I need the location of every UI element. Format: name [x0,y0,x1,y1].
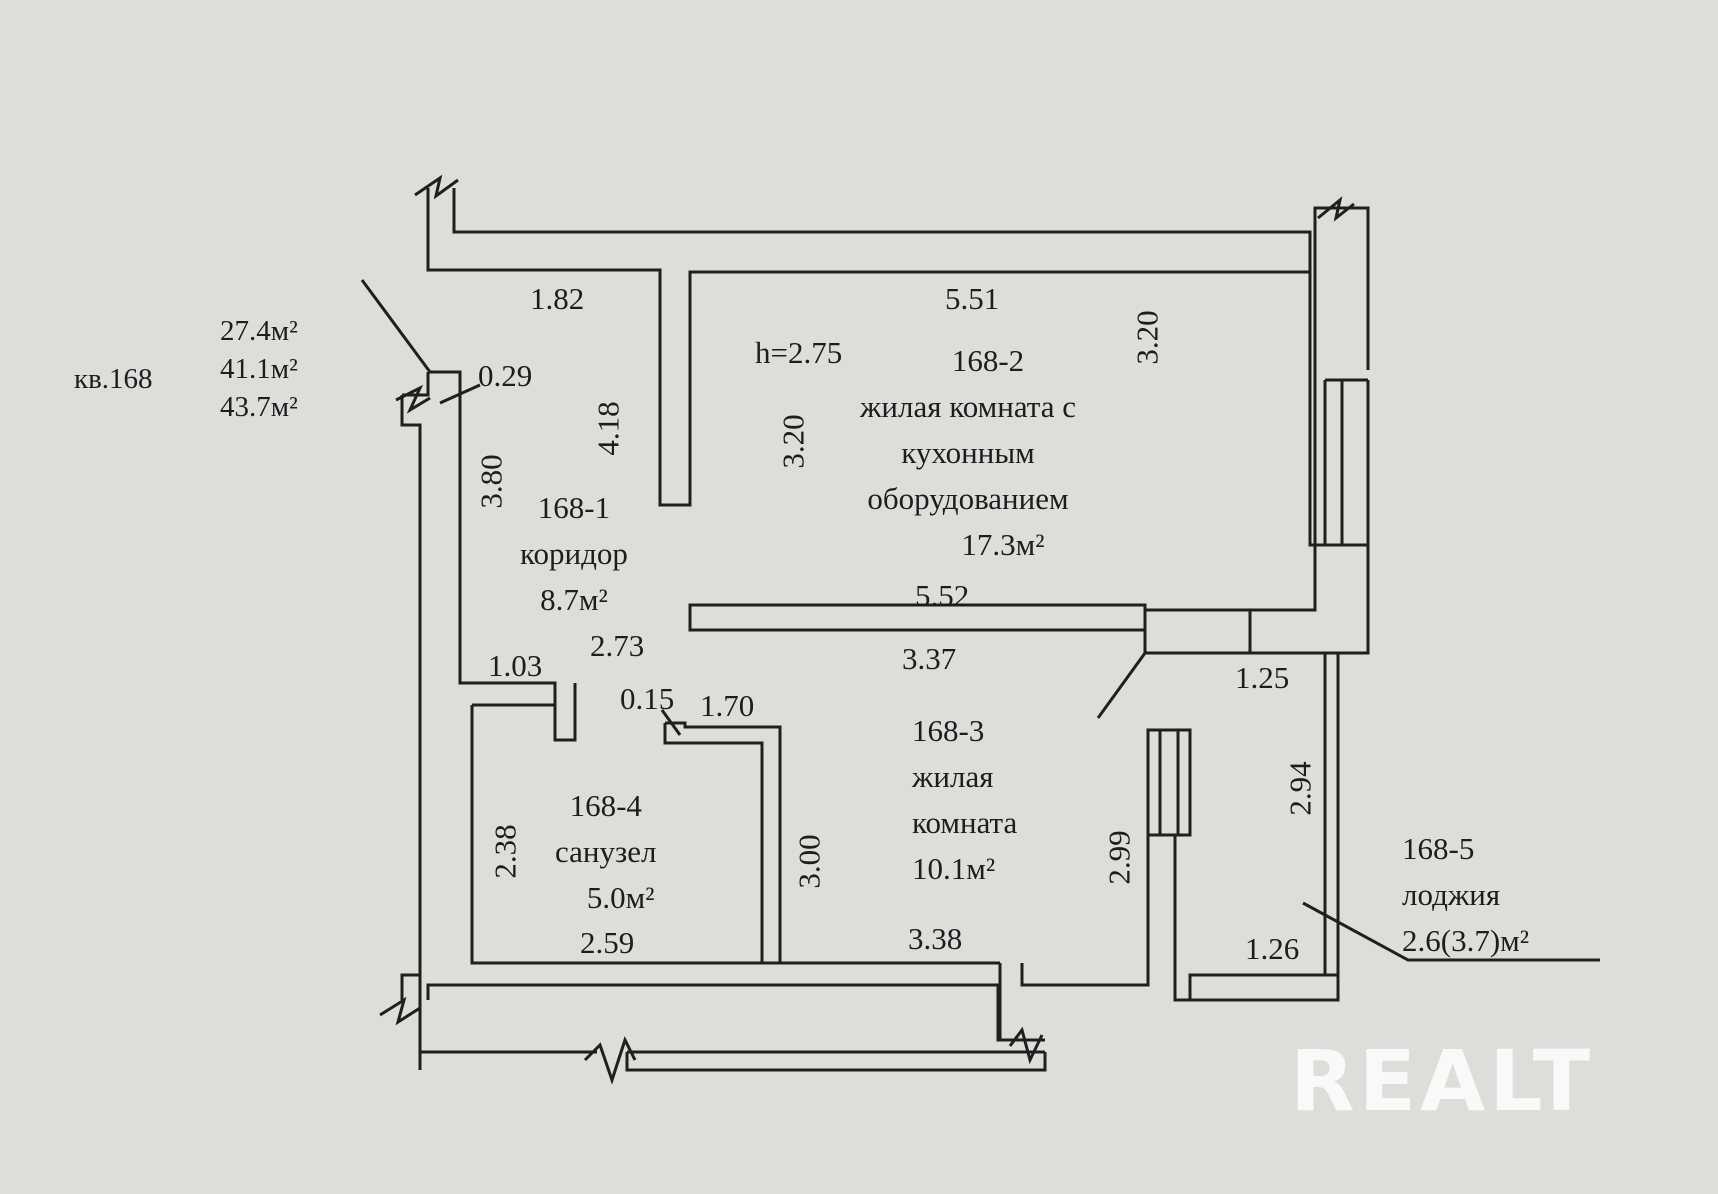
dimension-label: 5.51 [945,281,1000,316]
dimension-label: 3.37 [902,641,957,676]
dimension-label: 1.25 [1235,660,1290,695]
dimension-label: 3.80 [473,454,509,509]
top-right-break [1317,196,1355,222]
dimension-label: 5.52 [915,578,970,613]
bottom-break-right [1008,1026,1044,1065]
top-wall [426,188,1312,507]
room-name-line: кухонным [901,435,1035,470]
dimension-label: 3.38 [908,921,963,956]
room-168-5-label: 168-5 лоджия 2.6(3.7)м² [1402,826,1529,964]
dimension-label: 1.82 [530,281,585,316]
room-id: 168-3 [912,713,985,748]
room-name-line: жилая [912,759,994,794]
right-wall-upper [1308,206,1370,547]
room-area: 17.3м² [961,527,1045,562]
bottom-wall [418,975,1045,1054]
left-wall [400,395,422,1000]
dimension-label: 1.26 [1245,931,1300,966]
bottom-mid-lower [418,1052,1047,1072]
dimension-label: 2.38 [487,824,523,879]
right-stub-inner [1145,545,1317,612]
window-right-1 [1323,378,1370,545]
pointer-015 [660,709,682,736]
dimension-label: 2.94 [1282,761,1318,816]
dimension-label: 1.70 [700,688,755,723]
room-168-4-label: 168-4 санузел 5.0м² [555,783,656,921]
window-room3 [1158,730,1180,835]
dimension-label: 2.59 [580,925,635,960]
room-id: 168-2 [951,343,1025,378]
dimension-label: 4.18 [590,401,626,456]
room3-lower-right [1148,833,1338,1002]
dimension-label: 3.00 [791,834,827,889]
left-break-top [395,384,431,414]
left-notch [402,372,430,397]
room-name-line: коридор [520,536,628,571]
bottom-break-left [379,996,421,1026]
living-area: 27.4м² [220,315,298,347]
dimension-label: 3.20 [1129,310,1165,365]
room-area: 5.0м² [586,880,655,915]
room-name-line: комната [912,805,1018,840]
room-area: 8.7м² [540,582,608,617]
realt-watermark: REALT [1290,1032,1594,1130]
dimension-label: 1.03 [488,648,543,683]
room-name-line: санузел [555,834,657,869]
apartment-area-list: 27.4м² 41.1м² 43.7м² [220,312,298,426]
bottom-wall-inner [426,983,1045,1042]
bathroom-inner [675,741,764,770]
room-name-line: жилая комната с [860,389,1077,424]
apartment-label: кв.168 [74,363,153,395]
pointer-room3-door [1096,652,1147,719]
left-wall-inner [428,370,577,742]
right-stub [1143,543,1370,655]
pointer-loggia [1302,901,1600,962]
room-id: 168-5 [1402,831,1475,866]
room-area: 10.1м² [912,851,996,886]
dimension-label: 2.99 [1101,830,1137,885]
room-168-2-label: 168-2 жилая комната с кухонным оборудова… [860,338,1076,568]
total-area-with-loggia: 43.7м² [220,391,298,423]
total-area: 41.1м² [220,353,298,385]
room-168-1-label: 168-1 коридор 8.7м² [520,485,628,623]
room-name-line: оборудованием [867,481,1069,516]
dimension-label: 2.73 [590,628,645,663]
room-id: 168-4 [569,788,642,823]
room-168-3-label: 168-3 жилая комната 10.1м² [912,708,1017,892]
top-left-break [414,174,459,200]
ceiling-height: h=2.75 [755,335,843,370]
bottom-break-mid [583,1036,637,1085]
loggia-walls [1175,653,1340,1002]
pointer-apartment [360,279,432,373]
room-area: 2.6(3.7)м² [1402,923,1530,958]
partition-wall [688,603,1147,632]
room-name-line: лоджия [1402,877,1501,912]
bathroom-wall [470,703,1000,965]
room-id: 168-1 [537,490,611,525]
dimension-label: 3.20 [775,414,811,469]
pointer-029 [439,383,481,405]
dimension-label: 0.29 [478,358,533,393]
dimension-label: 0.15 [620,681,675,716]
